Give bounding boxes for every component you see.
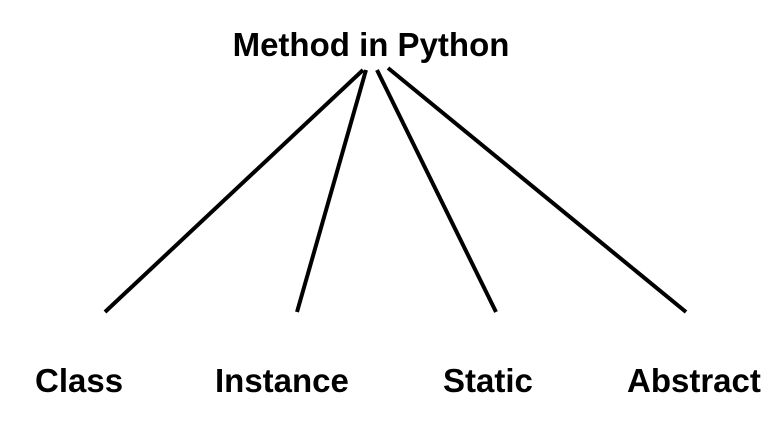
connector-static (375, 69, 498, 313)
leaf-node-instance: Instance (215, 362, 349, 399)
leaf-node-static: Static (443, 362, 533, 399)
leaf-node-class: Class (35, 362, 124, 399)
connector-instance (295, 69, 368, 313)
connector-class (103, 68, 365, 314)
root-node-label: Method in Python (232, 26, 510, 63)
connector-abstract (386, 66, 688, 314)
leaf-node-abstract: Abstract (627, 362, 761, 399)
